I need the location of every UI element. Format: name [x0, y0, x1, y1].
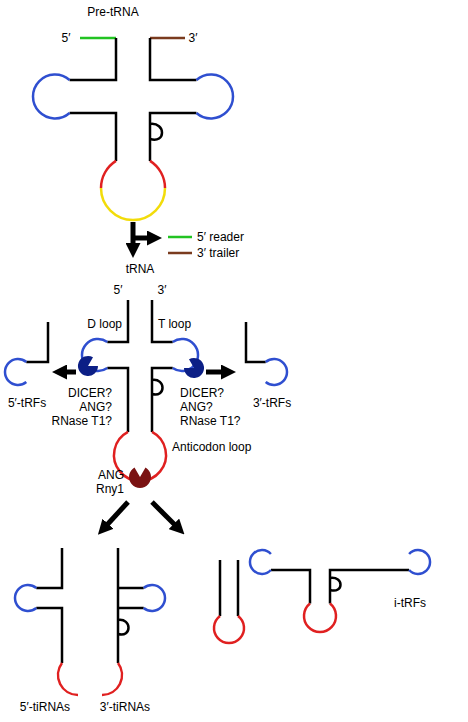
- fragment-loop: [250, 550, 271, 574]
- process-arrow: [106, 502, 128, 526]
- fragment-label: 5′-tiRNAs: [20, 700, 70, 714]
- loop-label: T loop: [158, 317, 191, 331]
- fragment-loop: [304, 604, 336, 632]
- d-loop: [33, 75, 70, 119]
- trailer-strand: [150, 37, 185, 40]
- enzyme-symbol: [129, 468, 151, 489]
- fragment-strand: [36, 548, 62, 663]
- anticodon-loop: [101, 161, 165, 188]
- fragment-loop: [15, 585, 36, 611]
- trna-backbone: [70, 38, 197, 161]
- fragment-loop: [5, 359, 26, 385]
- enzyme-symbol: [78, 356, 98, 376]
- legend-text: 3′ trailer: [197, 246, 239, 260]
- itrf-fragments: [214, 550, 430, 643]
- fragment-strand: [220, 560, 238, 616]
- structure-label: Pre-tRNA: [87, 5, 138, 19]
- enzyme-label: RNase T1?: [52, 414, 112, 428]
- fragment-label: 3′-tRFs: [253, 396, 291, 410]
- fragment-loop: [214, 616, 244, 643]
- process-arrow: [133, 236, 150, 241]
- variable-loop: [330, 578, 341, 591]
- enzyme-label: ANG: [98, 468, 124, 482]
- process-arrow: [152, 502, 176, 526]
- fragment-label: 3′-tiRNAs: [100, 700, 150, 714]
- variable-loop: [150, 124, 162, 140]
- fragment-loop: [266, 359, 287, 385]
- fragment-label: i-tRFs: [394, 596, 426, 610]
- fragment-strand: [118, 548, 144, 663]
- fragment-strand: [26, 322, 48, 362]
- fragment-label: 5′-tRFs: [8, 396, 46, 410]
- end-label: 5′: [114, 283, 123, 297]
- variable-loop: [152, 380, 163, 395]
- tirna-fragments: [15, 548, 165, 695]
- legend-line: [168, 252, 192, 255]
- fragment-loop: [409, 550, 430, 574]
- enzyme-label: Rny1: [96, 482, 124, 496]
- end-label: 3′: [189, 31, 198, 45]
- fragment-loop: [58, 663, 78, 695]
- fragment-loop: [144, 585, 165, 611]
- process-arrow: [131, 222, 136, 246]
- fragment-strand: [246, 322, 266, 362]
- end-label: 5′: [62, 31, 71, 45]
- anticodon-loop-intron: [101, 188, 165, 220]
- legend-text: 5′ reader: [197, 230, 244, 244]
- variable-loop: [118, 620, 129, 635]
- process-arrow: [206, 370, 224, 375]
- legend-line: [168, 236, 192, 239]
- enzyme-label: ANG?: [79, 400, 112, 414]
- enzyme-label: DICER?: [68, 386, 112, 400]
- t-loop: [196, 75, 233, 119]
- enzyme-label: DICER?: [180, 386, 224, 400]
- enzyme-label: RNase T1?: [180, 414, 240, 428]
- enzyme-symbol: [184, 358, 204, 378]
- end-label: 3′: [158, 283, 167, 297]
- loop-label: D loop: [87, 317, 122, 331]
- process-arrow: [64, 370, 76, 375]
- loop-label: Anticodon loop: [172, 440, 251, 454]
- structure-label: tRNA: [126, 262, 155, 276]
- trf-fragments: [5, 322, 287, 385]
- pre-trna: [33, 38, 233, 220]
- process-arrows: [64, 222, 224, 526]
- fragment-strand: [271, 570, 409, 604]
- leader-strand: [80, 37, 116, 40]
- enzyme-label: ANG?: [180, 400, 213, 414]
- fragment-loop: [102, 663, 122, 695]
